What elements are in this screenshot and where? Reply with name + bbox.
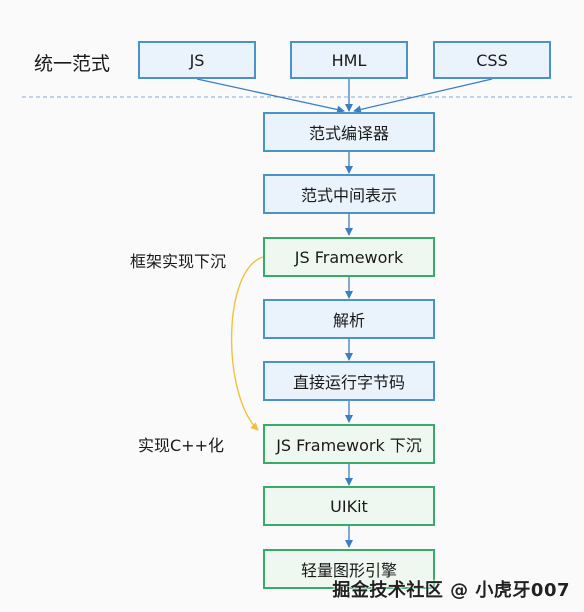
input-hml-box: HML	[290, 41, 408, 79]
node-ir: 范式中间表示	[263, 174, 435, 214]
input-css-box: CSS	[433, 41, 551, 79]
node-js-framework-sink: JS Framework 下沉	[263, 424, 435, 464]
watermark-text: 掘金技术社区 @ 小虎牙007	[332, 580, 570, 601]
arrow-js-to-compiler	[196, 78, 345, 114]
node-parse: 解析	[263, 299, 435, 339]
annotation-cpp-impl: 实现C++化	[138, 436, 224, 455]
input-js-box: JS	[138, 41, 256, 79]
section-label: 统一范式	[34, 53, 111, 75]
sink-curve-arrow	[230, 256, 264, 431]
node-compiler: 范式编译器	[263, 112, 435, 152]
node-uikit: UIKit	[263, 486, 435, 526]
node-js-framework: JS Framework	[263, 237, 435, 277]
node-run-bytecode: 直接运行字节码	[263, 361, 435, 401]
annotation-framework-sink: 框架实现下沉	[130, 252, 227, 271]
arrow-css-to-compiler	[353, 78, 493, 114]
node-graphics-engine: 轻量图形引擎	[263, 549, 435, 589]
